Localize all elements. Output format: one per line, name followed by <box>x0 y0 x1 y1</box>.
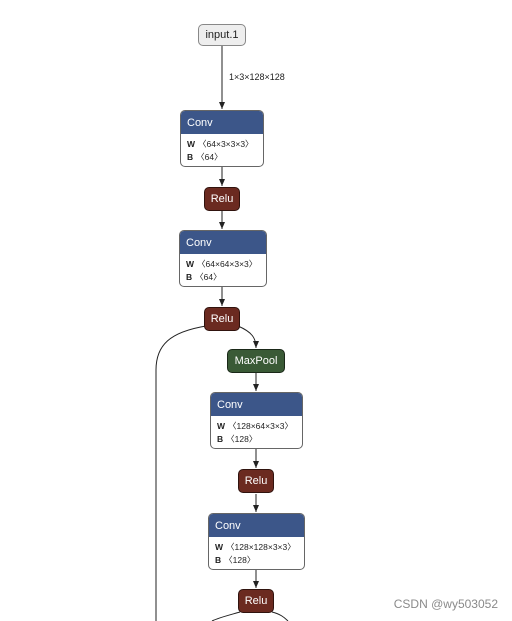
conv-node-3-attrs: W〈128×64×3×3〉 B〈128〉 <box>211 416 302 448</box>
edge-relu2-maxpool <box>237 325 259 349</box>
conv-node-2-attrs: W〈64×64×3×3〉 B〈64〉 <box>180 254 266 286</box>
relu-node-4[interactable]: Relu <box>238 589 274 613</box>
edge-relu4-out-left <box>211 611 241 621</box>
relu-node-2-label: Relu <box>210 313 234 325</box>
relu-node-3-label: Relu <box>244 475 268 487</box>
conv-node-4-weight: W〈128×128×3×3〉 <box>215 542 296 552</box>
edge-relu2-skip <box>155 325 207 621</box>
conv-node-4-header: Conv <box>209 514 304 537</box>
conv-node-4-attrs: W〈128×128×3×3〉 B〈128〉 <box>209 537 304 569</box>
maxpool-node[interactable]: MaxPool <box>227 349 285 373</box>
relu-node-1[interactable]: Relu <box>204 187 240 211</box>
conv-node-1[interactable]: Conv W〈64×3×3×3〉 B〈64〉 <box>180 110 264 167</box>
conv-node-3-bias: B〈128〉 <box>217 434 258 444</box>
conv-node-1-attrs: W〈64×3×3×3〉 B〈64〉 <box>181 134 263 166</box>
conv-node-1-bias: B〈64〉 <box>187 152 223 162</box>
conv-node-4-bias: B〈128〉 <box>215 555 256 565</box>
edge-relu4-out-right <box>271 611 289 621</box>
conv-node-3-weight: W〈128×64×3×3〉 <box>217 421 294 431</box>
conv-node-2-weight: W〈64×64×3×3〉 <box>186 259 258 269</box>
maxpool-node-label: MaxPool <box>234 355 278 367</box>
input-node-label: input.1 <box>205 29 239 41</box>
relu-node-1-label: Relu <box>210 193 234 205</box>
conv-node-3-header: Conv <box>211 393 302 416</box>
watermark: CSDN @wy503052 <box>393 597 498 611</box>
conv-node-1-weight: W〈64×3×3×3〉 <box>187 139 254 149</box>
conv-node-3[interactable]: Conv W〈128×64×3×3〉 B〈128〉 <box>210 392 303 449</box>
input-node[interactable]: input.1 <box>198 24 246 46</box>
conv-node-2-header: Conv <box>180 231 266 254</box>
conv-node-2[interactable]: Conv W〈64×64×3×3〉 B〈64〉 <box>179 230 267 287</box>
conv-node-4[interactable]: Conv W〈128×128×3×3〉 B〈128〉 <box>208 513 305 570</box>
conv-node-2-bias: B〈64〉 <box>186 272 222 282</box>
relu-node-3[interactable]: Relu <box>238 469 274 493</box>
relu-node-2[interactable]: Relu <box>204 307 240 331</box>
edge-shape-label: 1×3×128×128 <box>229 72 285 82</box>
relu-node-4-label: Relu <box>244 595 268 607</box>
conv-node-1-header: Conv <box>181 111 263 134</box>
